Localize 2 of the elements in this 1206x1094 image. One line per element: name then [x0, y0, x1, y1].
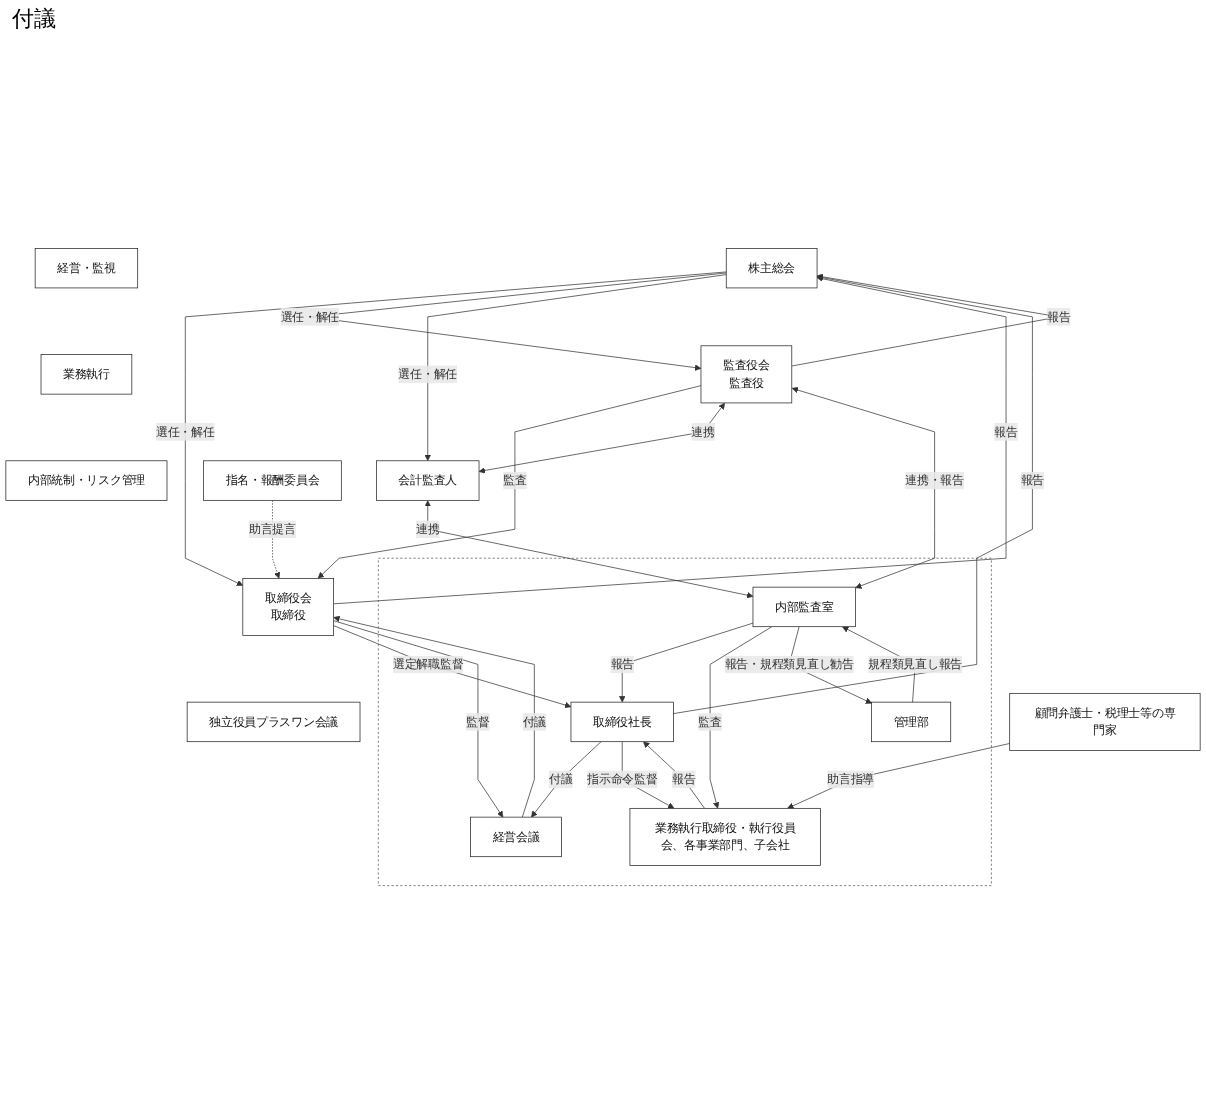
cluster — [377, 557, 992, 886]
note-text: 付議 — [12, 6, 56, 32]
